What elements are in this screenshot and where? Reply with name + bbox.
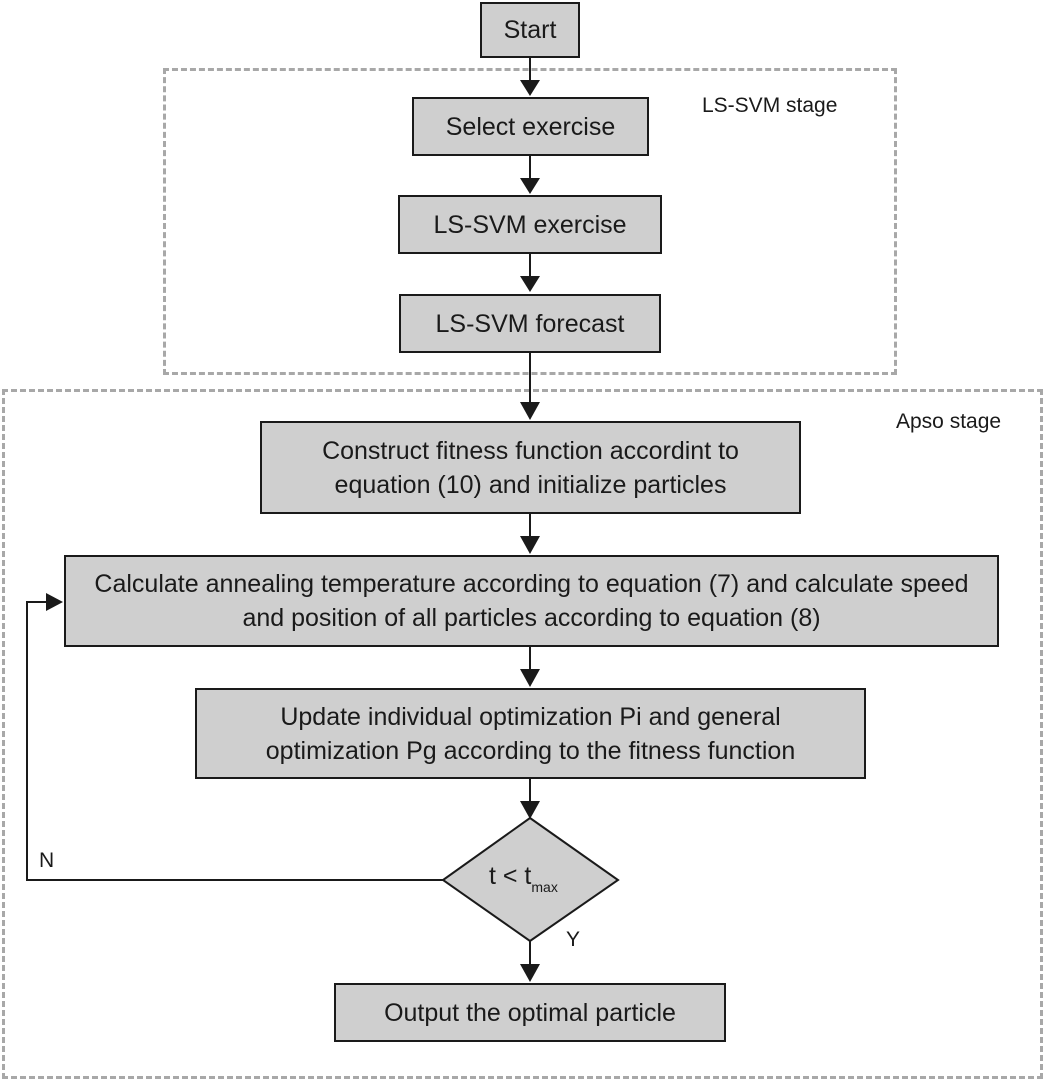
decision-subscript: max: [531, 879, 558, 895]
construct-fitness-node: Construct fitness function accordint to …: [260, 421, 801, 514]
ls-svm-stage-label: LS-SVM stage: [702, 94, 838, 117]
output-optimal-particle-node: Output the optimal particle: [334, 983, 726, 1042]
decision-diamond: [441, 816, 620, 943]
decision-condition: t < tmax: [489, 862, 558, 895]
apso-stage-label: Apso stage: [896, 410, 1002, 433]
ls-svm-forecast-node: LS-SVM forecast: [399, 294, 661, 353]
no-branch-label: N: [39, 849, 55, 872]
start-node: Start: [480, 2, 580, 58]
ls-svm-exercise-node: LS-SVM exercise: [398, 195, 662, 254]
decision-text: t < t: [489, 862, 532, 890]
yes-branch-label: Y: [566, 928, 581, 951]
loop-back-no-branch: [26, 601, 443, 881]
apso-stage-border: [2, 389, 1043, 1079]
calculate-annealing-node: Calculate annealing temperature accordin…: [64, 555, 999, 647]
update-optimization-node: Update individual optimization Pi and ge…: [195, 688, 866, 779]
select-exercise-node: Select exercise: [412, 97, 649, 156]
